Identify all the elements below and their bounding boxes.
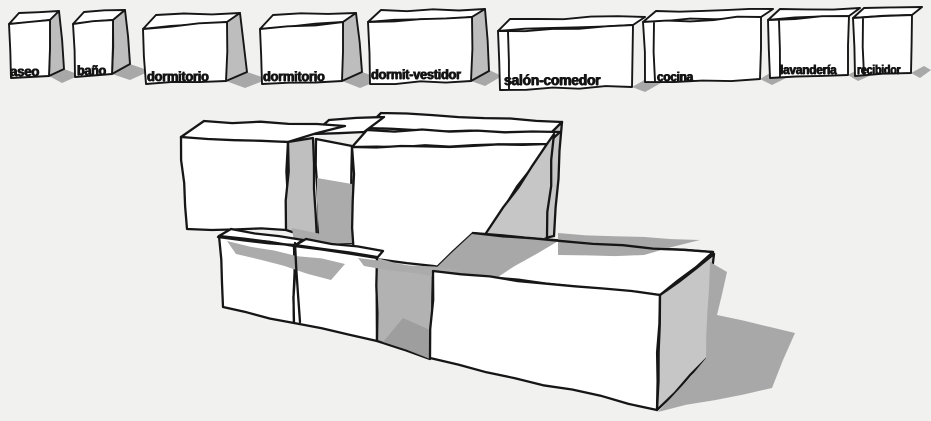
room-box-salon-comedor[interactable] [497, 15, 646, 91]
massing-box-upper-right-top[interactable] [350, 128, 562, 149]
cast-shadow-on-top-back [558, 233, 700, 257]
room-box-dormit-vestidor[interactable] [367, 8, 490, 86]
room-box-dormitorio-1[interactable] [142, 12, 248, 85]
room-label-lavanderia: lavandería [780, 62, 837, 77]
room-label-aseo: aseo [10, 63, 40, 79]
room-box-lavanderia[interactable] [767, 7, 861, 79]
cast-shadow-slot-right-dark [383, 318, 430, 359]
massing-box-upper-left-side[interactable] [284, 136, 319, 242]
room-box-dormitorio-2[interactable] [259, 12, 363, 85]
cast-shadow-ground-right [658, 262, 795, 412]
cast-shadow-on-top-left [433, 233, 560, 281]
massing-box-upper-left-top[interactable] [179, 119, 347, 144]
cast-shadow-lower-band [227, 241, 345, 280]
massing-box-lower-left-top[interactable] [217, 227, 305, 248]
massing-box-upper-right-side[interactable] [458, 132, 556, 273]
room-label-recibidor: recibidor [857, 62, 901, 77]
room-box-aseo[interactable] [8, 10, 65, 79]
cast-shadow-middle [317, 178, 353, 244]
room-label-salon-comedor: salón-comedor [504, 72, 601, 89]
massing-box-upper-left-front[interactable] [179, 135, 290, 232]
edge-line [293, 241, 302, 324]
edge-line [293, 243, 379, 259]
edge-line [471, 231, 715, 254]
massing-box-lower-right-front[interactable] [428, 269, 662, 412]
room-label-bano: baño [77, 62, 107, 78]
edge-line [216, 235, 297, 247]
ground-shadows [49, 64, 931, 92]
room-label-dormit-vestidor: dormit-vestidor [371, 67, 461, 82]
room-box-recibidor[interactable] [852, 6, 923, 77]
massing-model[interactable] [179, 111, 795, 412]
room-box-row [8, 6, 931, 92]
room-label-dormitorio-1: dormitorio [147, 68, 209, 84]
room-box-bano[interactable] [72, 9, 131, 78]
room-label-cocina: cocina [657, 70, 693, 84]
room-box-cocina[interactable] [642, 7, 774, 84]
room-label-dormitorio-2: dormitorio [263, 68, 325, 84]
